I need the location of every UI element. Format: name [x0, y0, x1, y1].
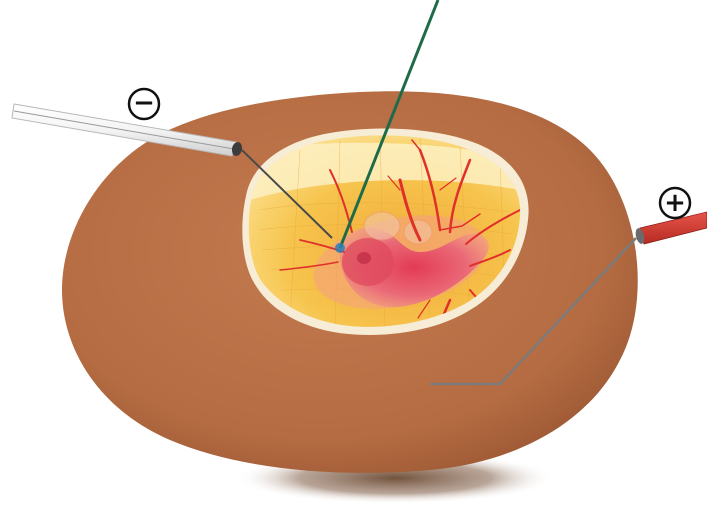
positive-sign-label: +	[664, 188, 686, 218]
amnion-bubble	[364, 212, 400, 240]
plus-circle-icon: +	[660, 188, 690, 218]
negative-sign-label: −	[133, 88, 155, 118]
minus-circle-icon: −	[129, 88, 159, 119]
injection-site	[335, 243, 345, 253]
allantois-bubble	[404, 220, 432, 244]
embryo-eye	[357, 252, 371, 264]
